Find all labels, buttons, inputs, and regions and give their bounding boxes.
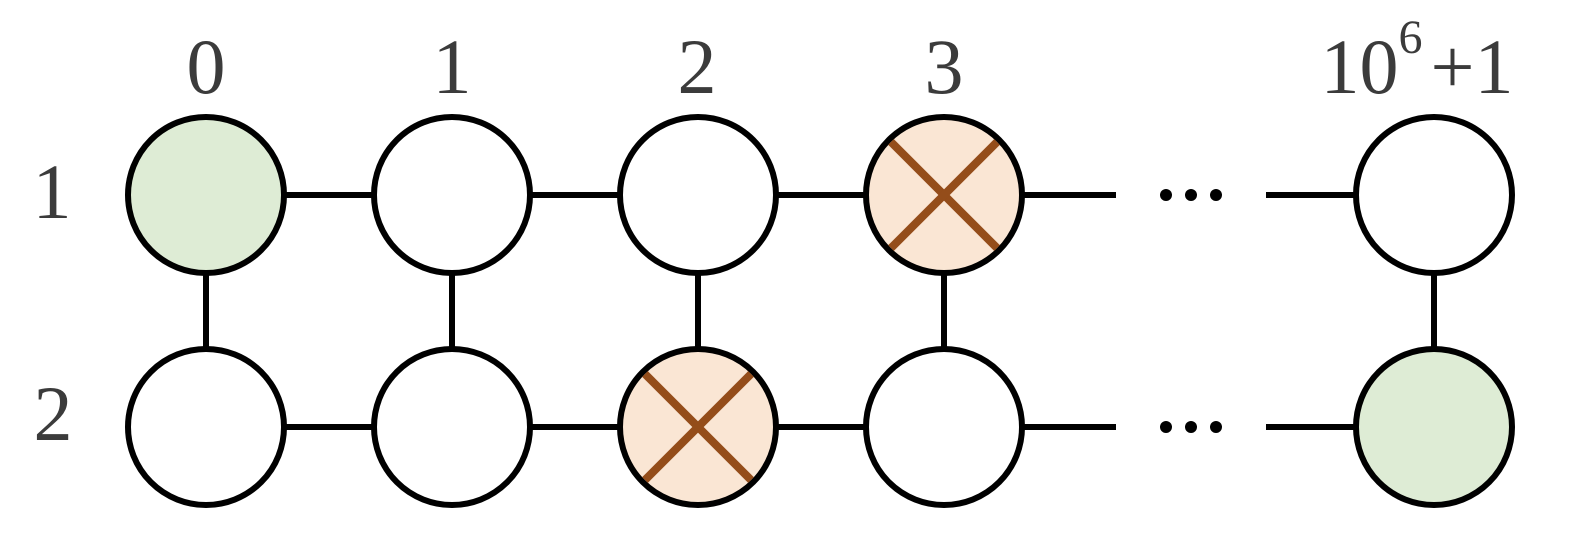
node-open-row1-col1: [371, 114, 533, 276]
blocked-x-icon-row1-col3: [888, 139, 1000, 251]
column-label-4: 106+1: [1321, 11, 1514, 110]
row-label-2: 2: [34, 370, 73, 457]
node-open-row2-col0: [125, 346, 287, 508]
node-end-row2-col4: [1353, 346, 1515, 508]
ellipsis-dot-row2-1: [1185, 421, 1197, 433]
node-open-row1-col2: [617, 114, 779, 276]
blocked-x-icon-row2-col2: [642, 371, 754, 483]
column-label-2: 2: [678, 23, 717, 110]
node-start-row1-col0: [125, 114, 287, 276]
ellipsis-dot-row2-0: [1160, 421, 1172, 433]
column-label-3: 3: [925, 23, 964, 110]
node-open-row2-col3: [863, 346, 1025, 508]
ellipsis-dot-row2-2: [1210, 421, 1222, 433]
node-open-row1-col4: [1353, 114, 1515, 276]
ellipsis-dot-row1-1: [1185, 189, 1197, 201]
ellipsis-dot-row1-0: [1160, 189, 1172, 201]
ellipsis-dot-row1-2: [1210, 189, 1222, 201]
column-label-1: 1: [433, 23, 472, 110]
node-open-row2-col1: [371, 346, 533, 508]
row-label-1: 1: [33, 148, 72, 235]
column-label-0: 0: [187, 23, 226, 110]
